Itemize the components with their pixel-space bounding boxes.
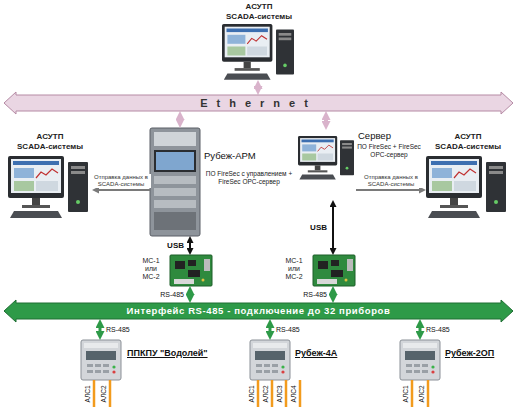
node-text: SCADA-системы bbox=[8, 142, 92, 152]
loop-label: АЛС1 bbox=[84, 382, 92, 406]
node-title: АСУТП bbox=[8, 132, 92, 142]
loop-wire bbox=[257, 380, 260, 407]
computer-icon bbox=[222, 24, 294, 80]
computer-icon bbox=[426, 156, 506, 218]
loop-wire bbox=[411, 380, 414, 407]
connector bbox=[96, 189, 150, 191]
connector bbox=[178, 116, 182, 122]
node-title: Рубеж-2ОП bbox=[445, 348, 511, 359]
rs485-bus: Интерфейс RS-485 - подключение до 32 при… bbox=[4, 300, 513, 322]
node-title: АСУТП bbox=[426, 132, 510, 142]
node-title: АСУТП bbox=[222, 2, 296, 12]
loop-wire bbox=[285, 380, 288, 407]
connector-label: RS-485 bbox=[275, 326, 301, 334]
node-text: SCADA-системы bbox=[426, 142, 510, 152]
connector-label: USB bbox=[166, 241, 185, 250]
device-node: Рубеж-4А bbox=[250, 340, 290, 380]
connector bbox=[99, 324, 102, 334]
connector bbox=[189, 240, 191, 251]
device-node: Рубеж-2ОП bbox=[400, 340, 440, 380]
connector-label: RS-485 bbox=[105, 326, 131, 334]
connector bbox=[269, 324, 272, 334]
computer-node: АСУТПSCADA-системы bbox=[222, 0, 296, 80]
connector bbox=[356, 189, 422, 191]
connector-label: Отправка данных в SCADA-системы bbox=[357, 174, 425, 188]
computer-icon bbox=[298, 136, 354, 179]
loop-label: АЛС1 bbox=[402, 382, 410, 406]
node-title: Рубеж-АРМ bbox=[204, 150, 276, 161]
rack-unit bbox=[154, 212, 196, 230]
loop-wire bbox=[427, 380, 430, 407]
node-title: МС-1 или МС-2 bbox=[136, 257, 166, 281]
ethernet-bus: Ethernet bbox=[4, 92, 513, 114]
converter-board bbox=[313, 255, 355, 286]
bus-label: Ethernet bbox=[4, 92, 513, 114]
loop-label: АЛС2 bbox=[418, 382, 426, 406]
device-node: ППКПУ "Водолей" bbox=[81, 340, 121, 380]
connector bbox=[256, 85, 260, 89]
loop-wires bbox=[94, 380, 428, 407]
connector bbox=[324, 116, 328, 124]
bus-label: Интерфейс RS-485 - подключение до 32 при… bbox=[4, 300, 513, 322]
loop-label: АЛС3 bbox=[276, 382, 284, 406]
connector-label: RS-485 bbox=[159, 291, 185, 299]
loop-label: АЛС2 bbox=[100, 382, 108, 406]
converter-node: МС-1 или МС-2 bbox=[170, 255, 212, 286]
converter-node: МС-1 или МС-2 bbox=[313, 255, 355, 286]
node-title: ППКПУ "Водолей" bbox=[127, 348, 219, 359]
computer-icon bbox=[8, 156, 88, 218]
connector bbox=[332, 204, 334, 251]
connector-label: RS-485 bbox=[425, 326, 451, 334]
node-title: Сервер bbox=[358, 130, 418, 141]
connector bbox=[419, 324, 422, 334]
rack-body bbox=[150, 128, 200, 236]
node-text: ПО FireSec с управлением + FireSec OPC-с… bbox=[202, 170, 296, 185]
node-text: ПО FireSec + FireSec OPC-сервер bbox=[356, 143, 422, 158]
loop-wire bbox=[109, 380, 112, 407]
computer-node: АСУТПSCADA-системы bbox=[426, 130, 510, 220]
computer-node: АСУТПSCADA-системы bbox=[8, 130, 92, 220]
loop-label: АЛС1 bbox=[248, 382, 256, 406]
rack-unit bbox=[154, 200, 196, 208]
rack-panel bbox=[154, 132, 196, 146]
server-rack bbox=[150, 128, 200, 236]
loop-wire bbox=[93, 380, 96, 407]
rack-display bbox=[156, 152, 194, 170]
connector-label: USB bbox=[309, 223, 328, 232]
server-rack-node: Рубеж-АРМПО FireSec с управлением + Fire… bbox=[150, 128, 200, 236]
control-panel-device bbox=[250, 340, 290, 380]
loop-wire bbox=[299, 380, 302, 407]
rack-unit bbox=[154, 188, 196, 196]
loop-wire bbox=[271, 380, 274, 407]
bus-arrow bbox=[4, 92, 513, 114]
node-title: МС-1 или МС-2 bbox=[279, 257, 309, 281]
rack-screen bbox=[154, 150, 196, 172]
rack-unit bbox=[154, 176, 196, 184]
connector bbox=[332, 291, 335, 297]
server-node: СерверПО FireSec + FireSec OPC-сервер bbox=[298, 130, 356, 200]
control-panel-device bbox=[400, 340, 440, 380]
loop-label: АЛС2 bbox=[262, 382, 270, 406]
bus-arrow bbox=[4, 300, 513, 322]
connector-label: RS-485 bbox=[302, 291, 328, 299]
loop-label: АЛС4 bbox=[290, 382, 298, 406]
connector bbox=[189, 291, 192, 297]
converter-board bbox=[170, 255, 212, 286]
control-panel-device bbox=[81, 340, 121, 380]
node-text: SCADA-системы bbox=[222, 12, 296, 22]
node-title: Рубеж-4А bbox=[295, 348, 375, 359]
connector-label: Отправка данных в SCADA-системы bbox=[91, 174, 151, 188]
